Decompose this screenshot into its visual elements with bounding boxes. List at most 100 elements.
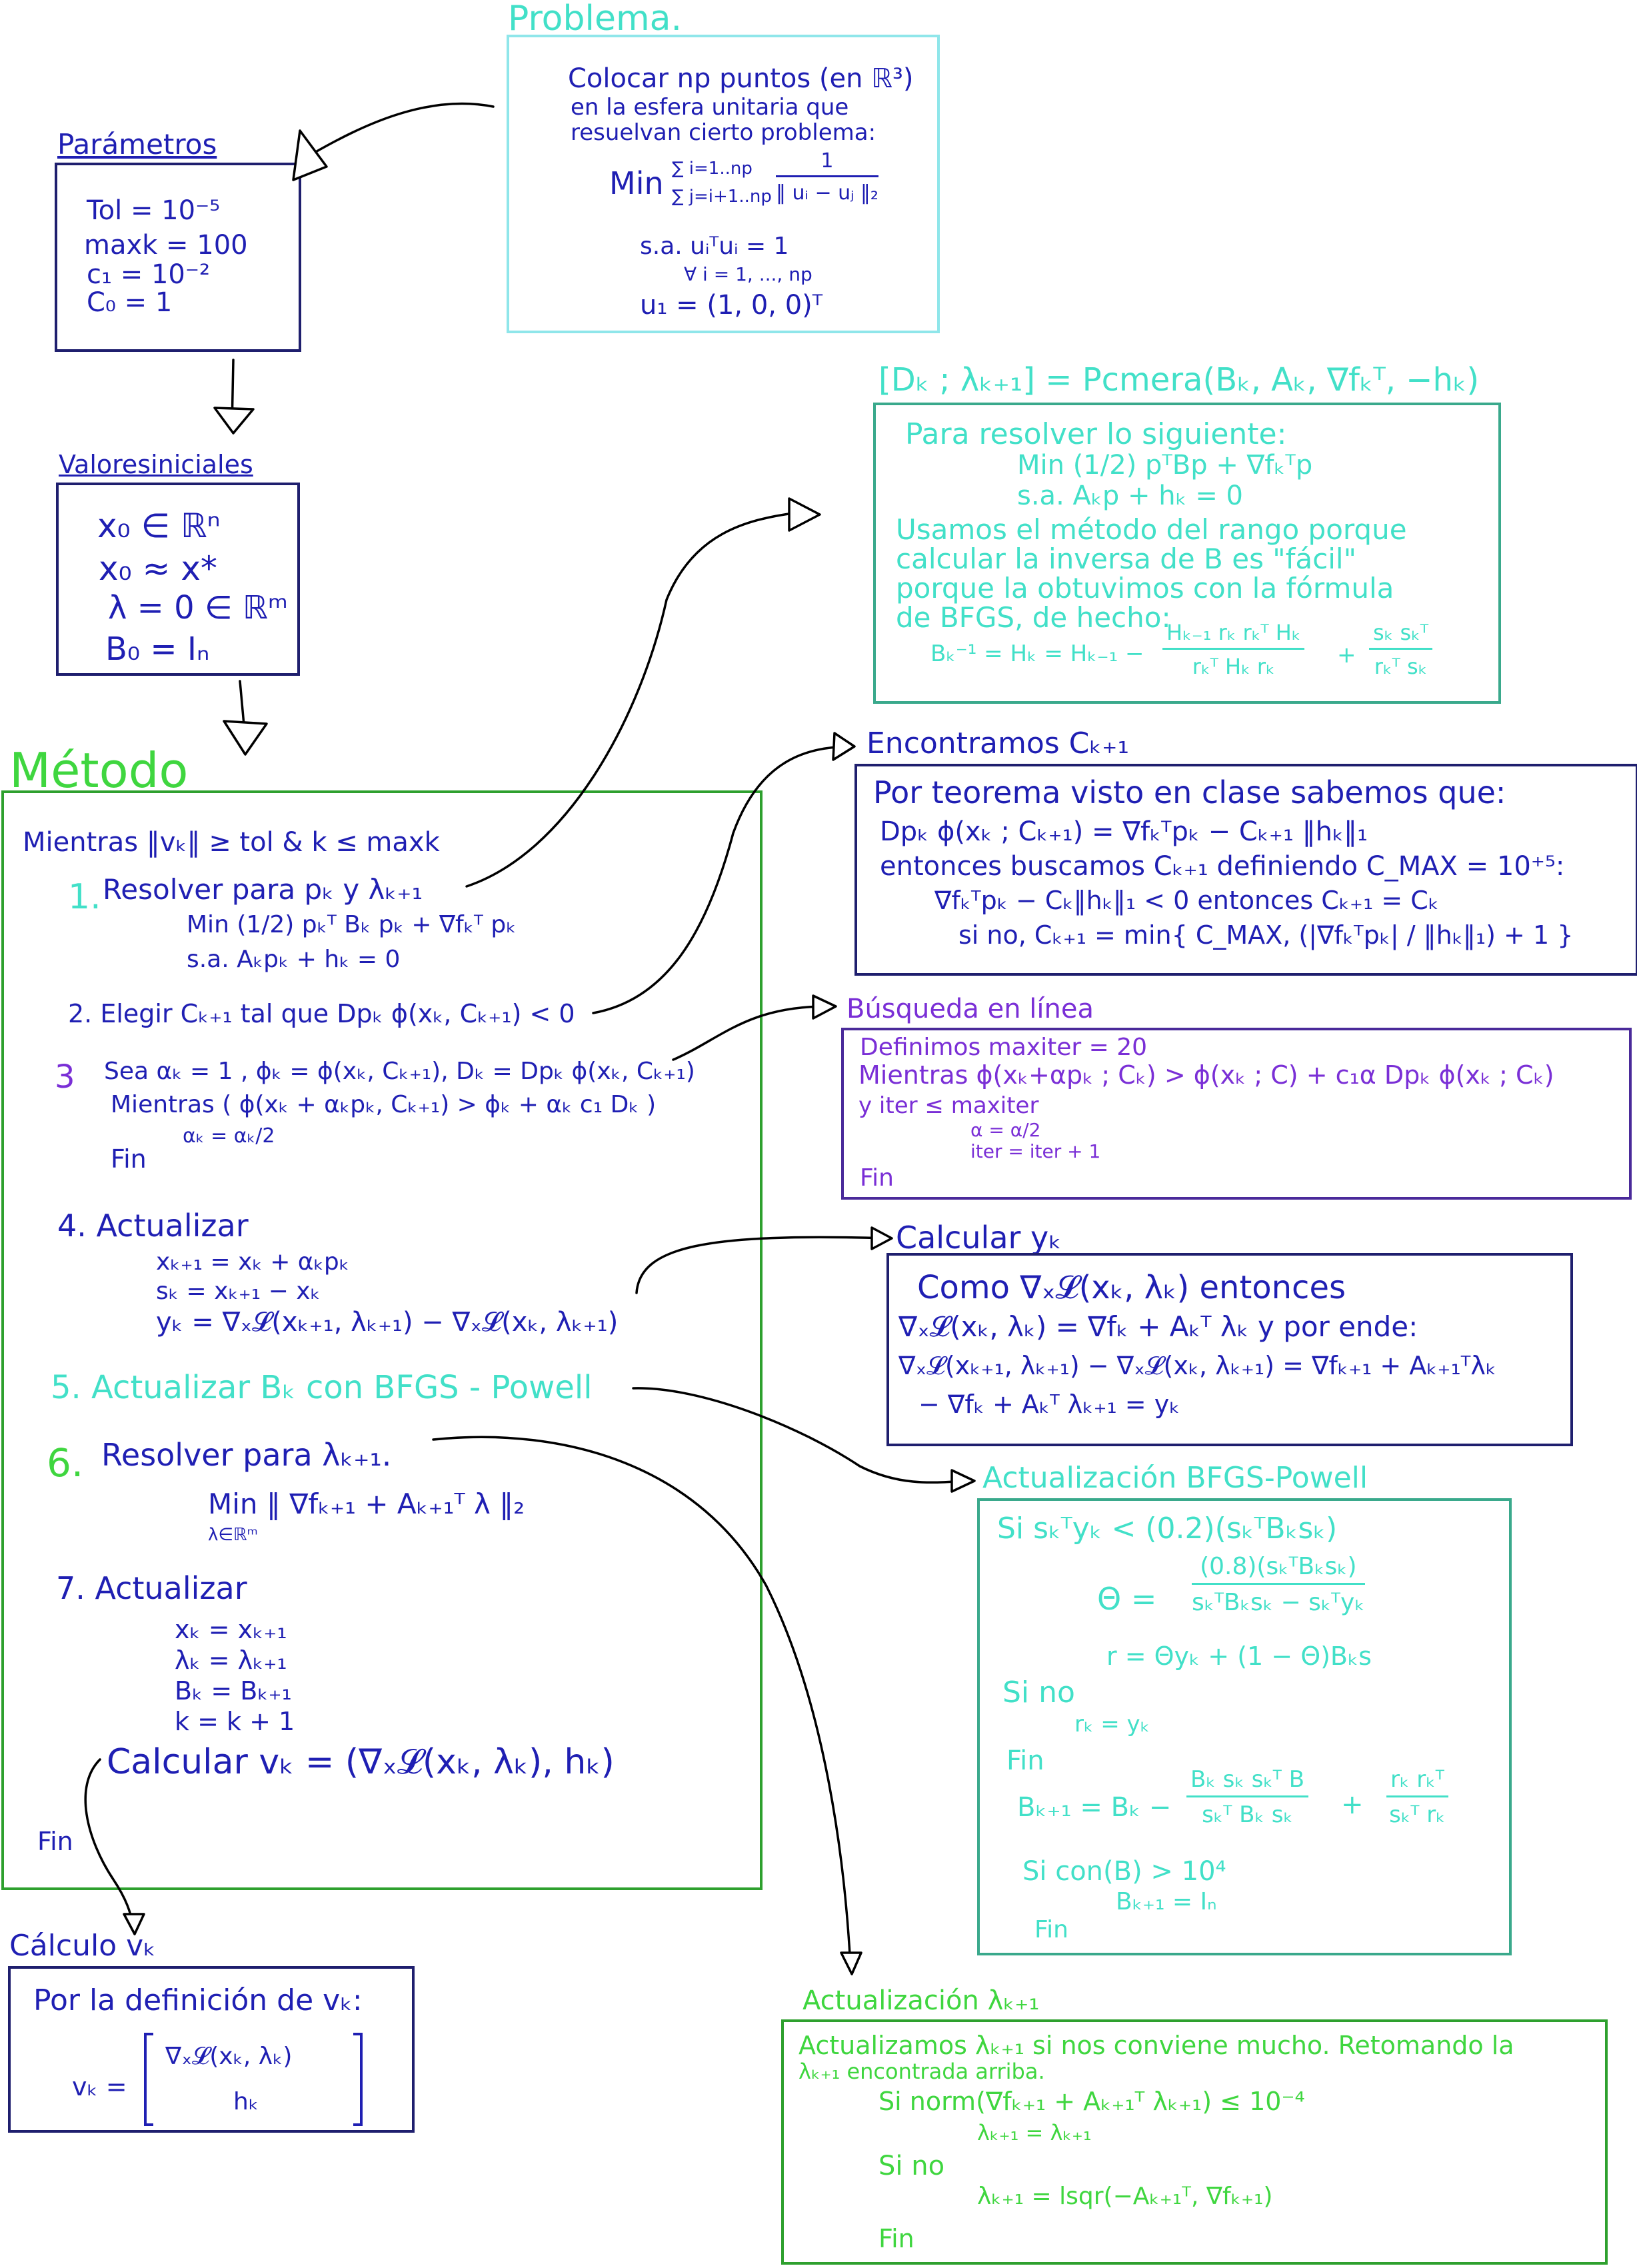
yk-title: Calcular yₖ	[896, 1220, 1062, 1256]
bfgs-b-frac-2-num: rₖ rₖᵀ	[1386, 1766, 1448, 1797]
bfgs-r-line: r = Θyₖ + (1 − Θ)Bₖs	[1106, 1642, 1372, 1671]
busqueda-line-3: y iter ≤ maxiter	[858, 1092, 1039, 1119]
bfgs-theta-fraction: (0.8)(sₖᵀBₖsₖ) sₖᵀBₖsₖ − sₖᵀyₖ	[1192, 1553, 1365, 1616]
pcmera-line-1: Para resolver lo siguiente:	[905, 417, 1287, 451]
arrowhead-parametros	[292, 129, 328, 181]
metodo-step-6-min: Min ‖ ∇fₖ₊₁ + Aₖ₊₁ᵀ λ ‖₂	[208, 1488, 525, 1520]
metodo-step-4-x: xₖ₊₁ = xₖ + αₖpₖ	[156, 1248, 350, 1276]
yk-line-2: ∇ₓ𝓛(xₖ, λₖ) = ∇fₖ + Aₖᵀ λₖ y por ende:	[898, 1310, 1418, 1343]
arrow-step2-to-ck	[592, 745, 854, 1014]
metodo-loop: Mientras ‖vₖ‖ ≥ tol & k ≤ maxk	[23, 827, 440, 858]
problema-min: Min	[609, 165, 664, 201]
arrowhead-ck	[832, 732, 856, 761]
pcmera-line-3: s.a. Aₖp + hₖ = 0	[1017, 481, 1244, 511]
metodo-step-1: Resolver para pₖ y λₖ₊₁	[103, 873, 423, 906]
arrowhead-valores	[213, 407, 255, 435]
metodo-step-4: 4. Actualizar	[57, 1208, 249, 1244]
metodo-step-1-min: Min (1/2) pₖᵀ Bₖ pₖ + ∇fₖᵀ pₖ	[187, 911, 517, 938]
parametros-c0: C₀ = 1	[87, 287, 173, 318]
bfgs-box: Si sₖᵀyₖ < (0.2)(sₖᵀBₖsₖ) Θ = (0.8)(sₖᵀB…	[977, 1498, 1512, 1955]
arrow-step5-to-bfgs	[632, 1387, 968, 1484]
lambda-title: Actualización λₖ₊₁	[803, 1985, 1040, 2016]
arrowhead-yk	[870, 1226, 893, 1250]
bfgs-b-frac-2: rₖ rₖᵀ sₖᵀ rₖ	[1386, 1766, 1448, 1828]
lambda-line-7: Fin	[878, 2224, 914, 2253]
busqueda-line-1: Definimos maxiter = 20	[860, 1034, 1148, 1061]
metodo-step-6-sub: λ∈ℝᵐ	[208, 1525, 258, 1545]
valores-b0: B₀ = Iₙ	[105, 630, 210, 668]
metodo-step-7-b: Bₖ = Bₖ₊₁	[175, 1676, 292, 1705]
metodo-calc-v: Calcular vₖ = (∇ₓ𝓛(xₖ, λₖ), hₖ)	[107, 1742, 615, 1782]
parametros-box: Tol = 10⁻⁵ maxk = 100 c₁ = 10⁻² C₀ = 1	[55, 163, 301, 352]
calculo-row-2: hₖ	[233, 2088, 259, 2115]
ck-line-4: ∇fₖᵀpₖ − Cₖ‖hₖ‖₁ < 0 entonces Cₖ₊₁ = Cₖ	[934, 886, 1439, 915]
metodo-step-7: 7. Actualizar	[56, 1570, 247, 1606]
bfgs-title: Actualización BFGS-Powell	[982, 1461, 1368, 1495]
arrowhead-lambda	[840, 1951, 862, 1975]
bfgs-rk: rₖ = yₖ	[1074, 1711, 1150, 1737]
bfgs-b-frac-1: Bₖ sₖ sₖᵀ B sₖᵀ Bₖ sₖ	[1186, 1766, 1309, 1828]
problema-u1: u₁ = (1, 0, 0)ᵀ	[640, 290, 823, 321]
bfgs-theta-lhs: Θ =	[1097, 1581, 1157, 1617]
ck-line-5: si no, Cₖ₊₁ = min{ C_MAX, (|∇fₖᵀpₖ| / ‖h…	[958, 920, 1574, 950]
parametros-tol: Tol = 10⁻⁵	[87, 195, 221, 226]
pcmera-frac-2-den: rₖᵀ sₖ	[1374, 654, 1428, 679]
calculo-title: Cálculo vₖ	[9, 1929, 156, 1963]
busqueda-line-2: Mientras ϕ(xₖ+αpₖ ; Cₖ) > ϕ(xₖ ; C) + c₁…	[858, 1060, 1554, 1090]
metodo-step-1-num: 1.	[68, 877, 101, 917]
problema-line-2: en la esfera unitaria que	[571, 94, 849, 121]
metodo-step-7-lambda: λₖ = λₖ₊₁	[175, 1646, 287, 1675]
bfgs-b-frac-1-den: sₖᵀ Bₖ sₖ	[1202, 1801, 1293, 1828]
metodo-step-6-num: 6.	[47, 1440, 84, 1486]
bfgs-reset: Bₖ₊₁ = Iₙ	[1116, 1888, 1217, 1915]
busqueda-line-5: iter = iter + 1	[970, 1140, 1101, 1162]
arrowhead-metodo	[223, 720, 268, 756]
pcmera-frac-2: sₖ sₖᵀ rₖᵀ sₖ	[1369, 620, 1433, 679]
pcmera-frac-1: Hₖ₋₁ rₖ rₖᵀ Hₖ rₖᵀ Hₖ rₖ	[1162, 620, 1305, 679]
lambda-box: Actualizamos λₖ₊₁ si nos conviene mucho.…	[781, 2019, 1608, 2265]
metodo-step-7-k: k = k + 1	[175, 1707, 295, 1736]
calculo-lhs: vₖ =	[72, 2072, 127, 2101]
bfgs-fin-1: Fin	[1006, 1745, 1044, 1776]
pcmera-frac-1-num: Hₖ₋₁ rₖ rₖᵀ Hₖ	[1162, 620, 1305, 650]
bfgs-fin-2: Fin	[1034, 1916, 1068, 1943]
ck-line-3: entonces buscamos Cₖ₊₁ definiendo C_MAX …	[880, 851, 1565, 882]
metodo-fin: Fin	[37, 1827, 73, 1856]
yk-box: Como ∇ₓ𝓛(xₖ, λₖ) entonces ∇ₓ𝓛(xₖ, λₖ) = …	[886, 1253, 1573, 1446]
arrow-step1-to-pcmera	[465, 512, 795, 888]
ck-title: Encontramos Cₖ₊₁	[866, 726, 1130, 760]
busqueda-line-4: α = α/2	[970, 1119, 1041, 1141]
arrow-metodo-to-calculo	[84, 1758, 135, 1927]
problema-forall: ∀ i = 1, ..., np	[684, 263, 813, 285]
valores-lambda: λ = 0 ∈ ℝᵐ	[108, 589, 288, 626]
arrow-problema-to-parametros	[312, 102, 495, 155]
problema-sum-inner: ∑ j=i+1..np	[672, 187, 772, 207]
valores-x0-approx: x₀ ≈ x*	[99, 549, 217, 588]
bfgs-if: Si sₖᵀyₖ < (0.2)(sₖᵀBₖsₖ)	[997, 1512, 1338, 1546]
problema-line-3: resuelvan cierto problema:	[571, 119, 876, 146]
pcmera-line-7: de BFGS, de hecho:	[896, 601, 1171, 634]
valores-title: Valoresiniciales	[59, 450, 253, 479]
problema-objective-fraction: 1 ‖ uᵢ − uⱼ ‖₂	[776, 149, 878, 205]
lambda-line-5: Si no	[878, 2151, 945, 2181]
problema-frac-num: 1	[776, 149, 878, 177]
yk-line-3: ∇ₓ𝓛(xₖ₊₁, λₖ₊₁) − ∇ₓ𝓛(xₖ, λₖ₊₁) = ∇fₖ₊₁ …	[898, 1351, 1497, 1380]
pcmera-box: Para resolver lo siguiente: Min (1/2) pᵀ…	[873, 403, 1501, 704]
yk-line-1: Como ∇ₓ𝓛(xₖ, λₖ) entonces	[917, 1269, 1346, 1306]
calculo-intro: Por la definición de vₖ:	[33, 1983, 363, 2017]
calculo-matrix: ∇ₓ𝓛(xₖ, λₖ) hₖ	[144, 2033, 363, 2126]
pcmera-frac-2-num: sₖ sₖᵀ	[1369, 620, 1433, 650]
arrowhead-busqueda	[812, 994, 837, 1020]
bfgs-sino: Si no	[1002, 1676, 1075, 1709]
valores-x0-domain: x₀ ∈ ℝⁿ	[97, 507, 221, 545]
busqueda-box: Definimos maxiter = 20 Mientras ϕ(xₖ+αpₖ…	[841, 1028, 1632, 1200]
lambda-line-6: λₖ₊₁ = lsqr(−Aₖ₊₁ᵀ, ∇fₖ₊₁)	[977, 2183, 1273, 2210]
bfgs-b-plus: +	[1341, 1789, 1364, 1820]
lambda-line-1: Actualizamos λₖ₊₁ si nos conviene mucho.…	[799, 2031, 1514, 2060]
problema-box: Colocar np puntos (en ℝ³) en la esfera u…	[507, 35, 940, 333]
parametros-c1: c₁ = 10⁻²	[87, 259, 211, 290]
metodo-step-4-y: yₖ = ∇ₓ𝓛(xₖ₊₁, λₖ₊₁) − ∇ₓ𝓛(xₖ, λₖ₊₁)	[156, 1307, 619, 1338]
pcmera-line-6: porque la obtuvimos con la fórmula	[896, 572, 1394, 604]
ck-line-1: Por teorema visto en clase sabemos que:	[873, 774, 1506, 810]
pcmera-line-4: Usamos el método del rango porque	[896, 513, 1407, 546]
